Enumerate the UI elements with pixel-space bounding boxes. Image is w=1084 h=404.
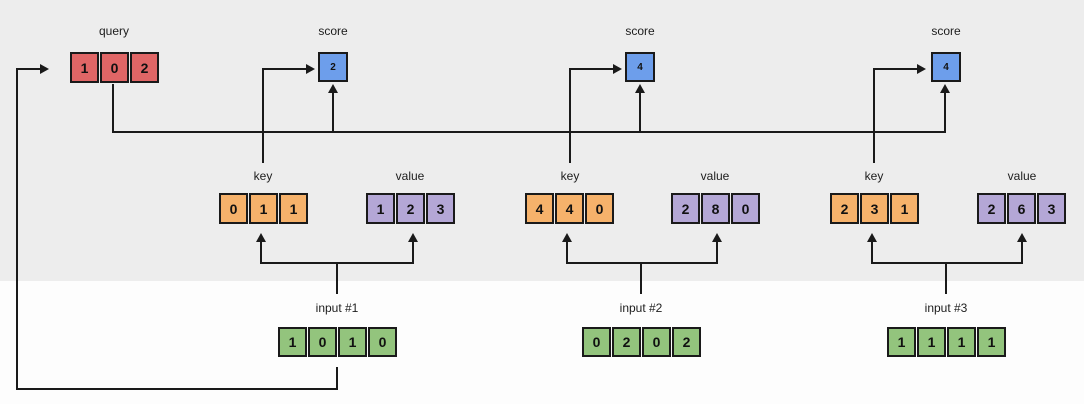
query-cell: 1 — [70, 52, 99, 83]
score-label: score — [931, 24, 961, 38]
value-cell: 0 — [731, 193, 760, 224]
input-cell: 1 — [278, 327, 307, 357]
input2-bracket — [566, 262, 718, 264]
input-cell: 0 — [308, 327, 337, 357]
input3-bracket — [871, 242, 873, 264]
arrow-up-icon — [408, 233, 418, 242]
key-vector: 2 3 1 — [830, 193, 919, 224]
input3-bracket-stem — [945, 262, 947, 294]
input-cell: 1 — [887, 327, 916, 357]
input1-to-query-loop — [336, 367, 338, 390]
key-cell: 3 — [860, 193, 889, 224]
value-label: value — [1007, 169, 1037, 183]
arrow-up-icon — [328, 84, 338, 93]
key-cell: 1 — [249, 193, 278, 224]
input2-bracket-stem — [640, 262, 642, 294]
value-cell: 2 — [396, 193, 425, 224]
key-cell: 0 — [585, 193, 614, 224]
input2-bracket — [566, 242, 568, 264]
key-label: key — [560, 169, 580, 183]
key2-to-score-line — [569, 68, 613, 70]
arrow-right-icon — [613, 64, 622, 74]
input2-bracket — [716, 242, 718, 264]
input-cell: 1 — [947, 327, 976, 357]
arrow-up-icon — [562, 233, 572, 242]
input1-to-query-loop — [16, 68, 42, 70]
arrow-up-icon — [940, 84, 950, 93]
arrow-up-icon — [867, 233, 877, 242]
input-cell: 0 — [642, 327, 671, 357]
input3-bracket — [871, 262, 1023, 264]
key-label: key — [864, 169, 884, 183]
value-label: value — [700, 169, 730, 183]
bus-to-score1-line — [332, 92, 334, 131]
value-cell: 3 — [1037, 193, 1066, 224]
bus-to-score2-line — [639, 92, 641, 131]
value-cell: 3 — [426, 193, 455, 224]
input-cell: 0 — [582, 327, 611, 357]
value-cell: 2 — [671, 193, 700, 224]
value-vector: 1 2 3 — [366, 193, 455, 224]
input-vector: 1 1 1 1 — [887, 327, 1006, 357]
score-box: 2 — [318, 52, 348, 82]
input1-to-query-loop — [16, 388, 338, 390]
arrow-right-icon — [40, 64, 49, 74]
arrow-up-icon — [256, 233, 266, 242]
input-cell: 1 — [977, 327, 1006, 357]
query-vector: 1 0 2 — [70, 52, 159, 83]
key-cell: 1 — [279, 193, 308, 224]
input1-bracket — [260, 242, 262, 264]
input-label: input #2 — [619, 301, 663, 315]
score-box: 4 — [625, 52, 655, 82]
key-label: key — [253, 169, 273, 183]
key2-to-score-line — [569, 68, 571, 163]
key-cell: 4 — [555, 193, 584, 224]
arrow-right-icon — [917, 64, 926, 74]
input-vector: 1 0 1 0 — [278, 327, 397, 357]
value-cell: 2 — [977, 193, 1006, 224]
query-cell: 2 — [130, 52, 159, 83]
value-vector: 2 6 3 — [977, 193, 1066, 224]
value-cell: 8 — [701, 193, 730, 224]
input3-bracket — [1021, 242, 1023, 264]
arrow-up-icon — [635, 84, 645, 93]
key-cell: 4 — [525, 193, 554, 224]
arrow-up-icon — [712, 233, 722, 242]
input1-bracket-stem — [336, 262, 338, 294]
query-to-bus-line — [112, 84, 114, 131]
key-vector: 0 1 1 — [219, 193, 308, 224]
query-cell: 0 — [100, 52, 129, 83]
input-cell: 1 — [338, 327, 367, 357]
key-cell: 1 — [890, 193, 919, 224]
key3-to-score-line — [873, 68, 917, 70]
key1-to-score-line — [262, 68, 264, 163]
input1-bracket — [412, 242, 414, 264]
key-vector: 4 4 0 — [525, 193, 614, 224]
bus-to-score3-line — [944, 92, 946, 131]
score-box: 4 — [931, 52, 961, 82]
value-cell: 6 — [1007, 193, 1036, 224]
key1-to-score-line — [262, 68, 306, 70]
input-cell: 2 — [612, 327, 641, 357]
value-cell: 1 — [366, 193, 395, 224]
query-label: query — [98, 24, 130, 38]
input1-to-query-loop — [16, 68, 18, 390]
key-cell: 2 — [830, 193, 859, 224]
value-label: value — [395, 169, 425, 183]
arrow-right-icon — [306, 64, 315, 74]
key3-to-score-line — [873, 68, 875, 163]
score-label: score — [318, 24, 348, 38]
key-cell: 0 — [219, 193, 248, 224]
arrow-up-icon — [1017, 233, 1027, 242]
input-cell: 1 — [917, 327, 946, 357]
background-band — [0, 0, 1084, 281]
input-cell: 2 — [672, 327, 701, 357]
value-vector: 2 8 0 — [671, 193, 760, 224]
input-cell: 0 — [368, 327, 397, 357]
score-label: score — [625, 24, 655, 38]
input-label: input #3 — [924, 301, 968, 315]
input-label: input #1 — [315, 301, 359, 315]
input-vector: 0 2 0 2 — [582, 327, 701, 357]
query-bus-line — [112, 131, 946, 133]
